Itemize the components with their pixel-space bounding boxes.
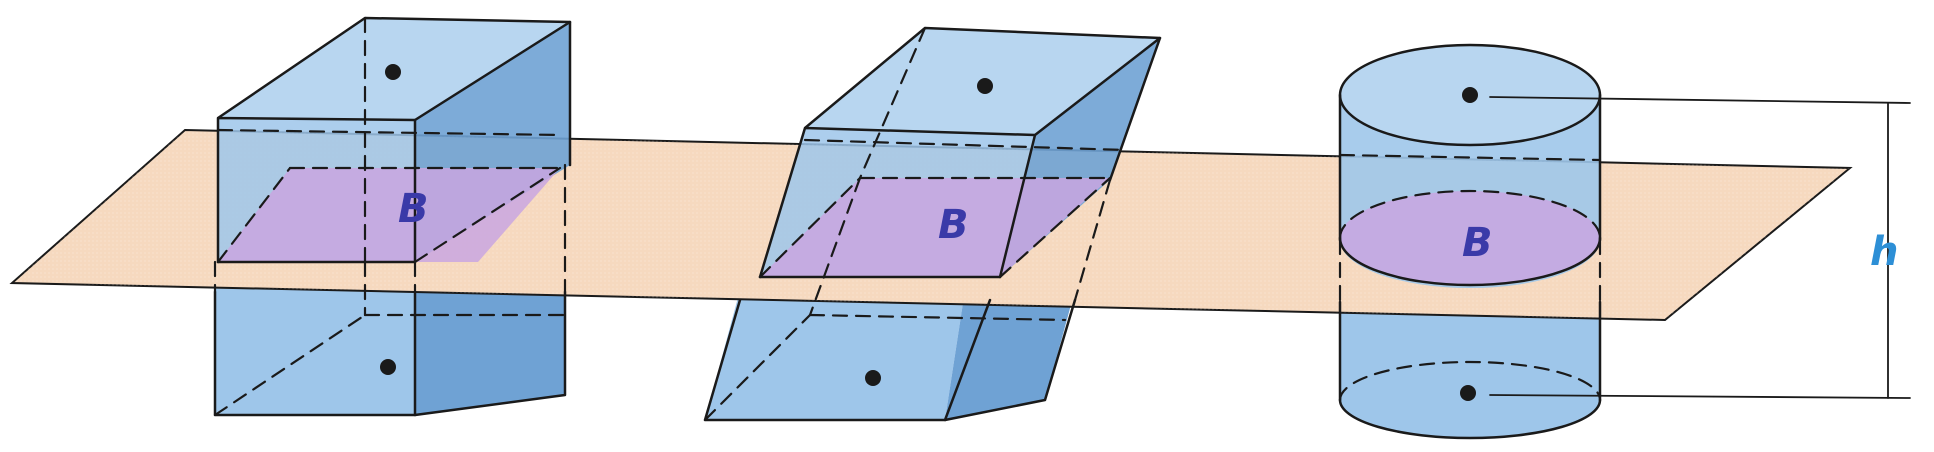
prism1-base-section — [218, 168, 560, 262]
edges — [213, 16, 1911, 440]
prism1-lower-side — [415, 275, 565, 415]
prism2-lower-front — [705, 290, 965, 420]
prism1-top-center — [385, 64, 401, 80]
prism2-top-center — [977, 78, 993, 94]
prism2-bottom-center — [865, 370, 881, 386]
cylinder-top-center — [1462, 87, 1478, 103]
height-label: h — [1870, 229, 1898, 275]
cylinder-base-section — [1340, 191, 1600, 285]
cylinder-lower-body — [1340, 300, 1600, 438]
center-points — [380, 64, 1478, 401]
prism2-lower-side — [945, 290, 1075, 420]
upper-solids — [218, 18, 1600, 288]
base-label-cylinder: B — [1462, 220, 1493, 266]
base-label-prism2: B — [938, 202, 969, 248]
prism2-base-section — [760, 178, 1110, 277]
cylinder-bottom-center — [1460, 385, 1476, 401]
base-label-prism1: B — [398, 186, 429, 232]
prism1-bottom-center — [380, 359, 396, 375]
